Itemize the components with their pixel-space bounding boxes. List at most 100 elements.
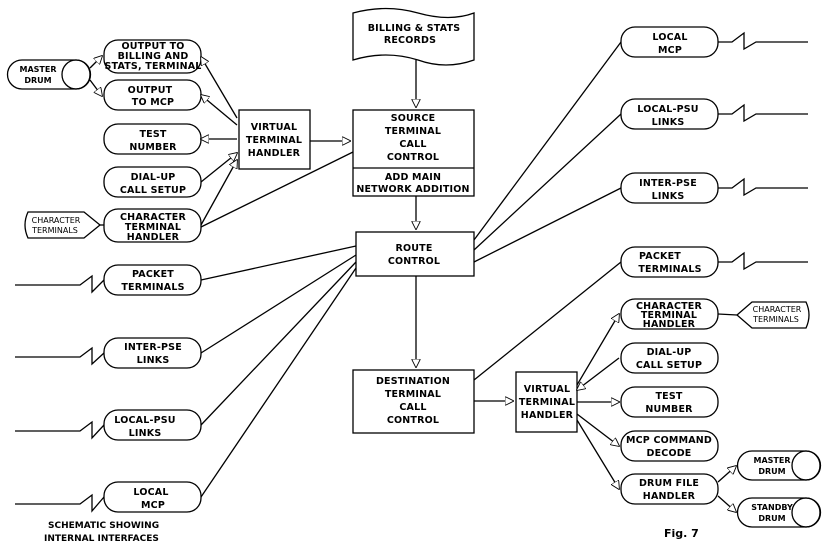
right-testnumber-label-1: TEST bbox=[655, 391, 682, 402]
feed-local-mcp-right bbox=[718, 31, 808, 51]
master-drum-left-shape bbox=[6, 59, 92, 90]
left-output-mcp-label-2: TO MCP bbox=[132, 97, 174, 108]
right-drum-file-handler-box bbox=[620, 473, 719, 505]
left-output-billing-label-2: BILLING AND bbox=[118, 51, 189, 62]
vth-right-label-1: VIRTUAL bbox=[524, 384, 570, 395]
left-charhandler-label-2: TERMINAL bbox=[125, 222, 181, 233]
figure-label: Fig. 7 bbox=[664, 527, 699, 540]
left-charhandler-label-3: HANDLER bbox=[127, 232, 180, 243]
right-mcpdecode-label-1: MCP COMMAND bbox=[626, 435, 712, 446]
master-drum-left-label-1: MASTER bbox=[20, 65, 57, 74]
arrow-vth-to-output-mcp bbox=[201, 95, 238, 126]
link-packet-to-route bbox=[200, 245, 357, 281]
right-charterm-label-2: TERMINALS bbox=[752, 315, 799, 324]
right-charhandler-label-1: CHARACTER bbox=[636, 301, 702, 312]
right-interpse-label-1: INTER-PSE bbox=[639, 178, 697, 189]
left-charterm-label-1: CHARACTER bbox=[32, 216, 81, 225]
master-drum-left-label-2: DRUM bbox=[24, 76, 51, 85]
vth-left-box bbox=[238, 109, 311, 170]
master-drum-right-label-1: MASTER bbox=[754, 456, 791, 465]
right-localmcp-label-2: MCP bbox=[658, 45, 682, 56]
arrow-dialup-to-vth-right bbox=[577, 357, 620, 390]
caption-line-1: SCHEMATIC SHOWING bbox=[48, 521, 159, 531]
feed-localpsu-left bbox=[15, 420, 105, 440]
right-testnumber-label-2: NUMBER bbox=[645, 404, 693, 415]
arrow-drumfile-to-standby bbox=[717, 495, 736, 512]
arrow-vth-to-drum-file bbox=[576, 419, 619, 489]
left-charterm-label-2: TERMINALS bbox=[31, 226, 78, 235]
link-route-to-local-mcp bbox=[473, 41, 622, 241]
destination-label-1: DESTINATION bbox=[376, 376, 450, 387]
destination-label-2: TERMINAL bbox=[385, 389, 441, 400]
link-interpse-to-route bbox=[200, 254, 357, 354]
arrow-drum-to-output-mcp bbox=[89, 79, 102, 96]
feed-interpse-left bbox=[15, 346, 105, 366]
link-charhandler-to-source bbox=[200, 151, 354, 228]
left-dial-up-label-2: CALL SETUP bbox=[120, 185, 186, 196]
arrow-vth-to-mcp-decode bbox=[576, 413, 619, 446]
vth-left-label-2: TERMINAL bbox=[246, 135, 302, 146]
master-drum-right-label-2: DRUM bbox=[758, 467, 785, 476]
source-label-4: CONTROL bbox=[387, 152, 439, 163]
feed-packet-left bbox=[15, 274, 105, 294]
feed-packet-right bbox=[718, 251, 808, 271]
destination-label-4: CONTROL bbox=[387, 415, 439, 426]
arrow-vth-to-charhandler bbox=[576, 314, 619, 386]
feed-local-psu-right bbox=[718, 103, 808, 123]
right-mcp-command-decode-box bbox=[620, 430, 719, 462]
right-packet-label-1: PACKET bbox=[639, 251, 681, 262]
right-character-terminals-shape bbox=[736, 301, 810, 329]
left-packet-label-2: TERMINALS bbox=[121, 282, 184, 293]
right-dialup-label-1: DIAL-UP bbox=[647, 347, 692, 358]
right-packet-label-2: TERMINALS bbox=[638, 264, 701, 275]
arrow-dialup-to-vth bbox=[200, 153, 237, 183]
vth-right-label-2: TERMINAL bbox=[519, 397, 575, 408]
left-dial-up-label-1: DIAL-UP bbox=[131, 172, 176, 183]
right-test-number-box bbox=[620, 386, 719, 418]
left-output-billing-label-3: STATS, TERMINAL bbox=[104, 61, 201, 72]
billing-records-shape bbox=[352, 7, 475, 66]
right-localpsu-label-2: LINKS bbox=[652, 117, 685, 128]
link-localpsu-to-route bbox=[200, 261, 357, 426]
left-localmcp-label-1: LOCAL bbox=[133, 487, 168, 498]
right-drumfile-label-1: DRUM FILE bbox=[639, 478, 699, 489]
right-mcpdecode-label-2: DECODE bbox=[647, 448, 692, 459]
link-destination-to-packet bbox=[473, 261, 622, 381]
standby-drum-right-shape bbox=[736, 497, 822, 528]
records-label-1: BILLING & STATS bbox=[368, 23, 461, 34]
left-character-terminals-shape bbox=[24, 211, 102, 239]
right-charhandler-label-3: HANDLER bbox=[643, 319, 696, 330]
left-interpse-label-1: INTER-PSE bbox=[124, 342, 182, 353]
left-interpse-label-2: LINKS bbox=[137, 355, 170, 366]
feed-localmcp-left bbox=[15, 493, 105, 513]
left-output-billing-label-1: OUTPUT TO bbox=[121, 41, 184, 52]
source-label-3: CALL bbox=[399, 139, 426, 150]
left-packet-label-1: PACKET bbox=[132, 269, 174, 280]
arrow-charhandler-to-vth bbox=[200, 160, 237, 226]
route-control-box bbox=[355, 231, 475, 277]
left-test-number-label-1: TEST bbox=[139, 129, 166, 140]
arrow-drumfile-to-master bbox=[717, 466, 736, 483]
route-label-2: CONTROL bbox=[388, 256, 440, 267]
standby-drum-right-label-1: STANDBY bbox=[751, 503, 793, 512]
left-charhandler-label-1: CHARACTER bbox=[120, 212, 186, 223]
link-route-to-interpse bbox=[473, 187, 622, 263]
vth-left-label-3: HANDLER bbox=[248, 148, 301, 159]
arrow-drum-to-output-billing bbox=[89, 56, 102, 69]
right-drumfile-label-2: HANDLER bbox=[643, 491, 696, 502]
link-handler-to-charterm bbox=[717, 313, 738, 316]
right-localmcp-label-1: LOCAL bbox=[652, 32, 687, 43]
master-drum-right-shape bbox=[736, 450, 822, 481]
destination-label-3: CALL bbox=[399, 402, 426, 413]
right-charterm-label-1: CHARACTER bbox=[753, 305, 802, 314]
vth-left-label-1: VIRTUAL bbox=[251, 122, 297, 133]
left-output-mcp-label-1: OUTPUT bbox=[128, 85, 173, 96]
left-test-number-label-2: NUMBER bbox=[129, 142, 177, 153]
link-route-to-local-psu bbox=[473, 113, 622, 251]
source-label-1: SOURCE bbox=[391, 113, 436, 124]
source-terminal-call-control-box bbox=[352, 109, 475, 197]
right-interpse-label-2: LINKS bbox=[652, 191, 685, 202]
source-label-2: TERMINAL bbox=[385, 126, 441, 137]
